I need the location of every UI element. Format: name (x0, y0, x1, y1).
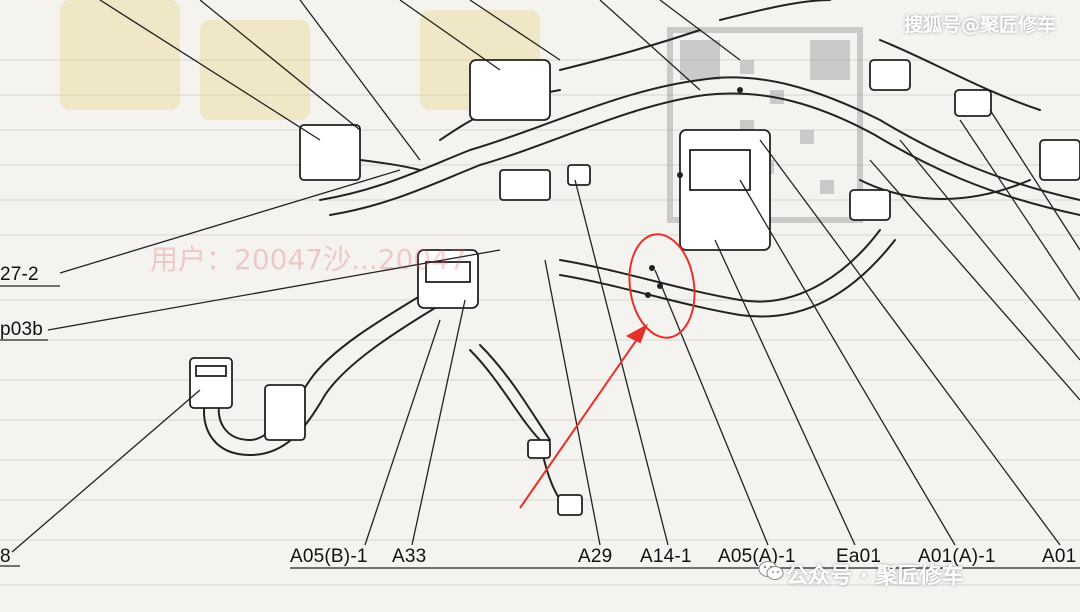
background-text-texture (0, 59, 1080, 586)
connector-far-right (1039, 139, 1080, 181)
connector-top-block (469, 59, 551, 121)
callout-label-ea01: Ea01 (836, 546, 882, 567)
yellow-watermark-blobs (60, 0, 540, 120)
clip-mid (527, 439, 551, 459)
callout-label-27-2: 27-2 (0, 264, 39, 285)
callout-label-a14: A14-1 (640, 546, 692, 567)
callout-label-a01: A01 (1042, 546, 1077, 567)
connector-right (849, 189, 891, 221)
connector-top-right (869, 59, 911, 91)
connectors (189, 59, 1080, 516)
sohu-watermark: 搜狐号@聚匠修车 (903, 14, 1056, 36)
connector-upper-left (299, 124, 361, 181)
callout-label-a05b: A05(B)-1 (290, 546, 368, 567)
connector-tr2 (954, 89, 992, 117)
label-underlines (0, 285, 1080, 569)
callout-label-a05a: A05(A)-1 (718, 546, 796, 567)
highlight-arrow-head (625, 323, 648, 344)
callout-label-a33: A33 (392, 546, 427, 567)
highlight-arrow-line (519, 334, 641, 509)
wechat-watermark: 公众号 · 聚匠修车 (786, 564, 964, 589)
callout-label-a01a: A01(A)-1 (918, 546, 996, 567)
callout-label-8: 8 (0, 546, 11, 567)
highlight-annotation (519, 233, 696, 509)
leader-lines (11, 0, 1080, 553)
user-watermark: 用户：20047沙...20047 (150, 243, 467, 276)
clip-small (567, 164, 591, 186)
connector-bracket (264, 384, 306, 441)
callout-label-a29: A29 (578, 546, 613, 567)
callout-label-p03b: p03b (0, 319, 44, 340)
bracket (499, 169, 551, 201)
wechat-icon (758, 561, 784, 580)
highlight-ellipse (628, 233, 696, 339)
fasteners (645, 87, 743, 298)
clip-bottom (557, 494, 583, 516)
harness-tubes (203, 0, 1080, 511)
